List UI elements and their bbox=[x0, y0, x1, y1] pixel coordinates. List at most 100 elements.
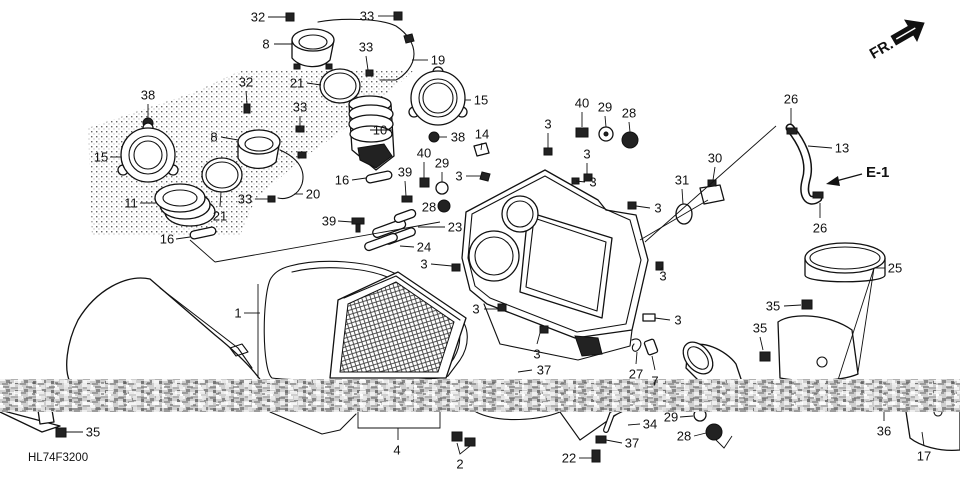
leader-line bbox=[517, 369, 533, 373]
tray-lower-edge bbox=[475, 411, 561, 421]
washer-hole bbox=[603, 131, 609, 137]
housing-lower-tray bbox=[483, 303, 633, 361]
funnel-rim bbox=[237, 129, 281, 155]
leader-line bbox=[605, 439, 623, 444]
clip-icon bbox=[583, 173, 593, 182]
leader-line bbox=[480, 142, 483, 151]
leader-line bbox=[536, 332, 541, 345]
callout-number: 16 bbox=[160, 232, 174, 247]
leader-line bbox=[639, 199, 709, 241]
drain-tube bbox=[643, 338, 659, 356]
front-direction-marker: FR. bbox=[867, 19, 925, 63]
callout-number: 35 bbox=[753, 321, 767, 336]
callout-number: 33 bbox=[293, 100, 307, 115]
callout-number: 20 bbox=[306, 187, 320, 202]
filter-rim bbox=[343, 275, 461, 321]
clip-icon bbox=[595, 435, 607, 444]
leader-line bbox=[921, 431, 925, 447]
clip-icon bbox=[539, 325, 549, 334]
callout-numbers: 32 33 8 33 19 32 21 15 38 33 10 38 8 14 … bbox=[86, 9, 931, 472]
reference-marker: E-1 bbox=[826, 164, 889, 186]
callout-number: 15 bbox=[474, 93, 488, 108]
callout-number: 3 bbox=[420, 257, 427, 272]
bolt-icon bbox=[243, 103, 251, 114]
cover-rib bbox=[229, 343, 249, 357]
clamp-band bbox=[189, 226, 217, 240]
bolt-icon bbox=[575, 127, 589, 138]
leader-line bbox=[681, 188, 684, 205]
hose-core bbox=[787, 125, 821, 204]
callout-number: 33 bbox=[238, 192, 252, 207]
callout-number: 3 bbox=[674, 313, 681, 328]
housing-drain bbox=[574, 335, 603, 357]
wire-spring bbox=[277, 149, 304, 200]
clip-icon bbox=[543, 147, 553, 156]
housing-port-inner bbox=[474, 236, 514, 276]
clip-icon bbox=[642, 313, 656, 322]
callout-number: 39 bbox=[322, 214, 336, 229]
housing-window bbox=[519, 211, 613, 319]
cover-inner-edge bbox=[159, 287, 253, 369]
intake-band-upper bbox=[319, 68, 361, 104]
leader-line bbox=[189, 239, 216, 263]
funnel-clip bbox=[293, 63, 301, 70]
bracket-tab bbox=[37, 409, 55, 425]
callout-number: 14 bbox=[475, 127, 489, 142]
flange-inner bbox=[418, 78, 458, 118]
callout-number: 19 bbox=[431, 53, 445, 68]
funnel-inner-rim bbox=[244, 136, 274, 152]
callout-number: 17 bbox=[917, 449, 931, 464]
band-top bbox=[804, 242, 886, 274]
callout-number: 27 bbox=[629, 367, 643, 382]
housing-port bbox=[468, 230, 520, 282]
bolt-icon bbox=[285, 12, 295, 22]
clip-icon bbox=[631, 338, 642, 352]
ring-layer bbox=[154, 183, 206, 213]
washer-icon bbox=[435, 181, 449, 195]
filter-mesh bbox=[339, 281, 455, 373]
band-outer bbox=[201, 157, 243, 193]
callout-number: 24 bbox=[417, 240, 431, 255]
bolt-icon bbox=[759, 351, 771, 362]
leader-bracket bbox=[715, 435, 733, 449]
leader-line bbox=[635, 205, 651, 209]
reference-marker-label: E-1 bbox=[866, 164, 889, 181]
callout-number: 26 bbox=[813, 221, 827, 236]
grommet-icon bbox=[621, 131, 639, 149]
housing-rim bbox=[467, 175, 642, 333]
leader-lines bbox=[66, 15, 925, 459]
callout-number: 3 bbox=[654, 201, 661, 216]
clip-icon bbox=[295, 125, 305, 133]
leader-bracket bbox=[456, 442, 471, 455]
callout-number: 28 bbox=[622, 106, 636, 121]
clip-icon bbox=[403, 33, 415, 44]
flange-hole bbox=[422, 82, 454, 114]
callout-number: 8 bbox=[210, 130, 217, 145]
bolt-icon bbox=[464, 437, 476, 447]
side-cover-outline bbox=[777, 315, 859, 382]
intake-boot bbox=[348, 95, 395, 171]
leader-line bbox=[306, 82, 322, 86]
clip-icon bbox=[571, 177, 580, 185]
leader-line bbox=[245, 90, 248, 105]
clip-icon bbox=[365, 69, 374, 77]
callout-number: 3 bbox=[533, 347, 540, 362]
clip-icon bbox=[393, 11, 403, 21]
leader-line bbox=[628, 121, 631, 133]
callout-number: 40 bbox=[417, 146, 431, 161]
leader-line bbox=[214, 221, 441, 263]
duct-mouth-inner bbox=[687, 346, 709, 370]
leader-line bbox=[604, 115, 607, 128]
callout-number: 3 bbox=[583, 147, 590, 162]
clamp bbox=[364, 232, 398, 252]
callout-number: 32 bbox=[251, 10, 265, 25]
bolt-icon bbox=[401, 195, 413, 203]
callout-number: 4 bbox=[393, 443, 400, 458]
leader-line bbox=[399, 245, 415, 248]
flange-plate-upper bbox=[408, 66, 468, 126]
callout-number: 2 bbox=[456, 457, 463, 472]
callout-number: 10 bbox=[373, 123, 387, 138]
leader-line bbox=[627, 423, 641, 426]
grommet-icon bbox=[437, 199, 451, 213]
